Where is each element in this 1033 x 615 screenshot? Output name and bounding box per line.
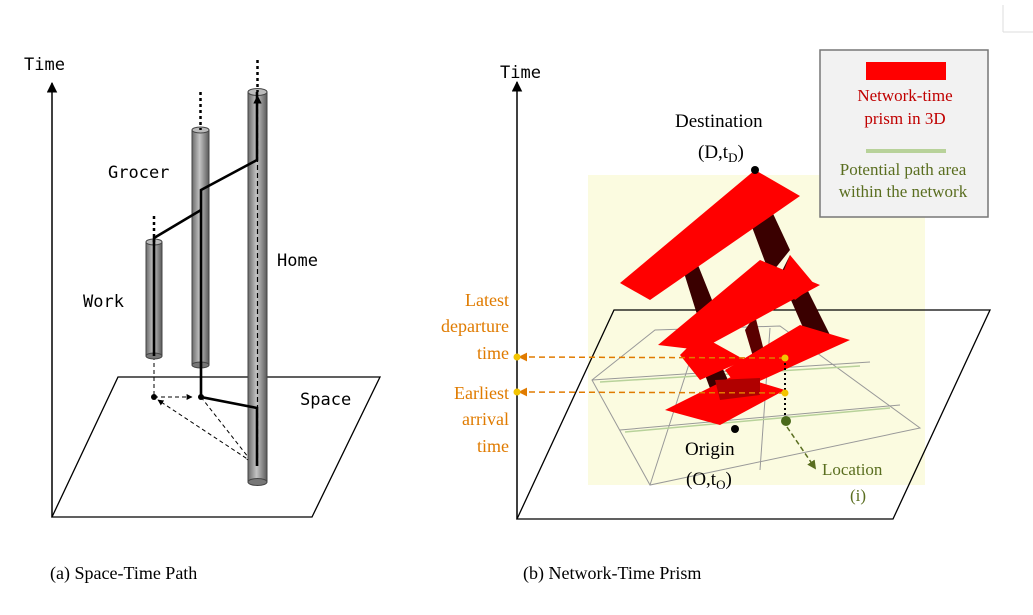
panel-a: Time Space (24, 55, 382, 584)
svg-text:(i): (i) (850, 486, 866, 505)
svg-text:departure: departure (441, 316, 509, 336)
location-point (781, 416, 791, 426)
destination-label: Destination (675, 111, 763, 132)
location-label: Location (i) (822, 460, 883, 505)
latest-departure-label: Latest departure time (441, 290, 509, 363)
caption-a: (a) Space-Time Path (50, 563, 197, 584)
space-plane-a (50, 376, 382, 518)
svg-text:arrival: arrival (462, 409, 509, 429)
svg-text:time: time (477, 436, 509, 456)
latest-departure-line (518, 352, 786, 362)
work-label: Work (83, 292, 124, 312)
legend: Network-time prism in 3D Potential path … (819, 49, 989, 218)
earliest-arrival-label: Earliest arrival time (454, 383, 509, 456)
svg-text:Location: Location (822, 460, 883, 479)
legend-prism-text-1: Network-time (857, 86, 952, 105)
space-time-path (199, 92, 259, 466)
legend-path-swatch (866, 149, 946, 153)
time-axis-label-b: Time (500, 63, 541, 83)
svg-text:Latest: Latest (465, 290, 509, 310)
svg-text:Earliest: Earliest (454, 383, 509, 403)
origin-label: Origin (685, 439, 735, 460)
svg-text:time: time (477, 343, 509, 363)
legend-prism-text-2: prism in 3D (864, 109, 945, 128)
legend-path-text-2: within the network (839, 182, 968, 201)
ground-projection (153, 356, 259, 467)
space-plane-b (515, 309, 992, 520)
network-time-prism (620, 170, 850, 425)
home-label: Home (277, 251, 318, 271)
caption-b: (b) Network-Time Prism (523, 563, 701, 584)
origin-coord: (O,tO) (686, 469, 732, 492)
earliest-arrival-line (518, 387, 786, 397)
legend-prism-swatch (866, 62, 946, 80)
destination-coord: (D,tD) (698, 142, 744, 165)
destination-point (751, 166, 759, 174)
legend-path-text-1: Potential path area (840, 160, 967, 179)
time-axis-label-a: Time (24, 55, 65, 75)
home-cylinder (247, 60, 268, 486)
panel-b: Time (441, 49, 992, 584)
origin-point (731, 425, 739, 433)
grocer-label: Grocer (108, 163, 169, 183)
space-label-a: Space (300, 390, 351, 410)
